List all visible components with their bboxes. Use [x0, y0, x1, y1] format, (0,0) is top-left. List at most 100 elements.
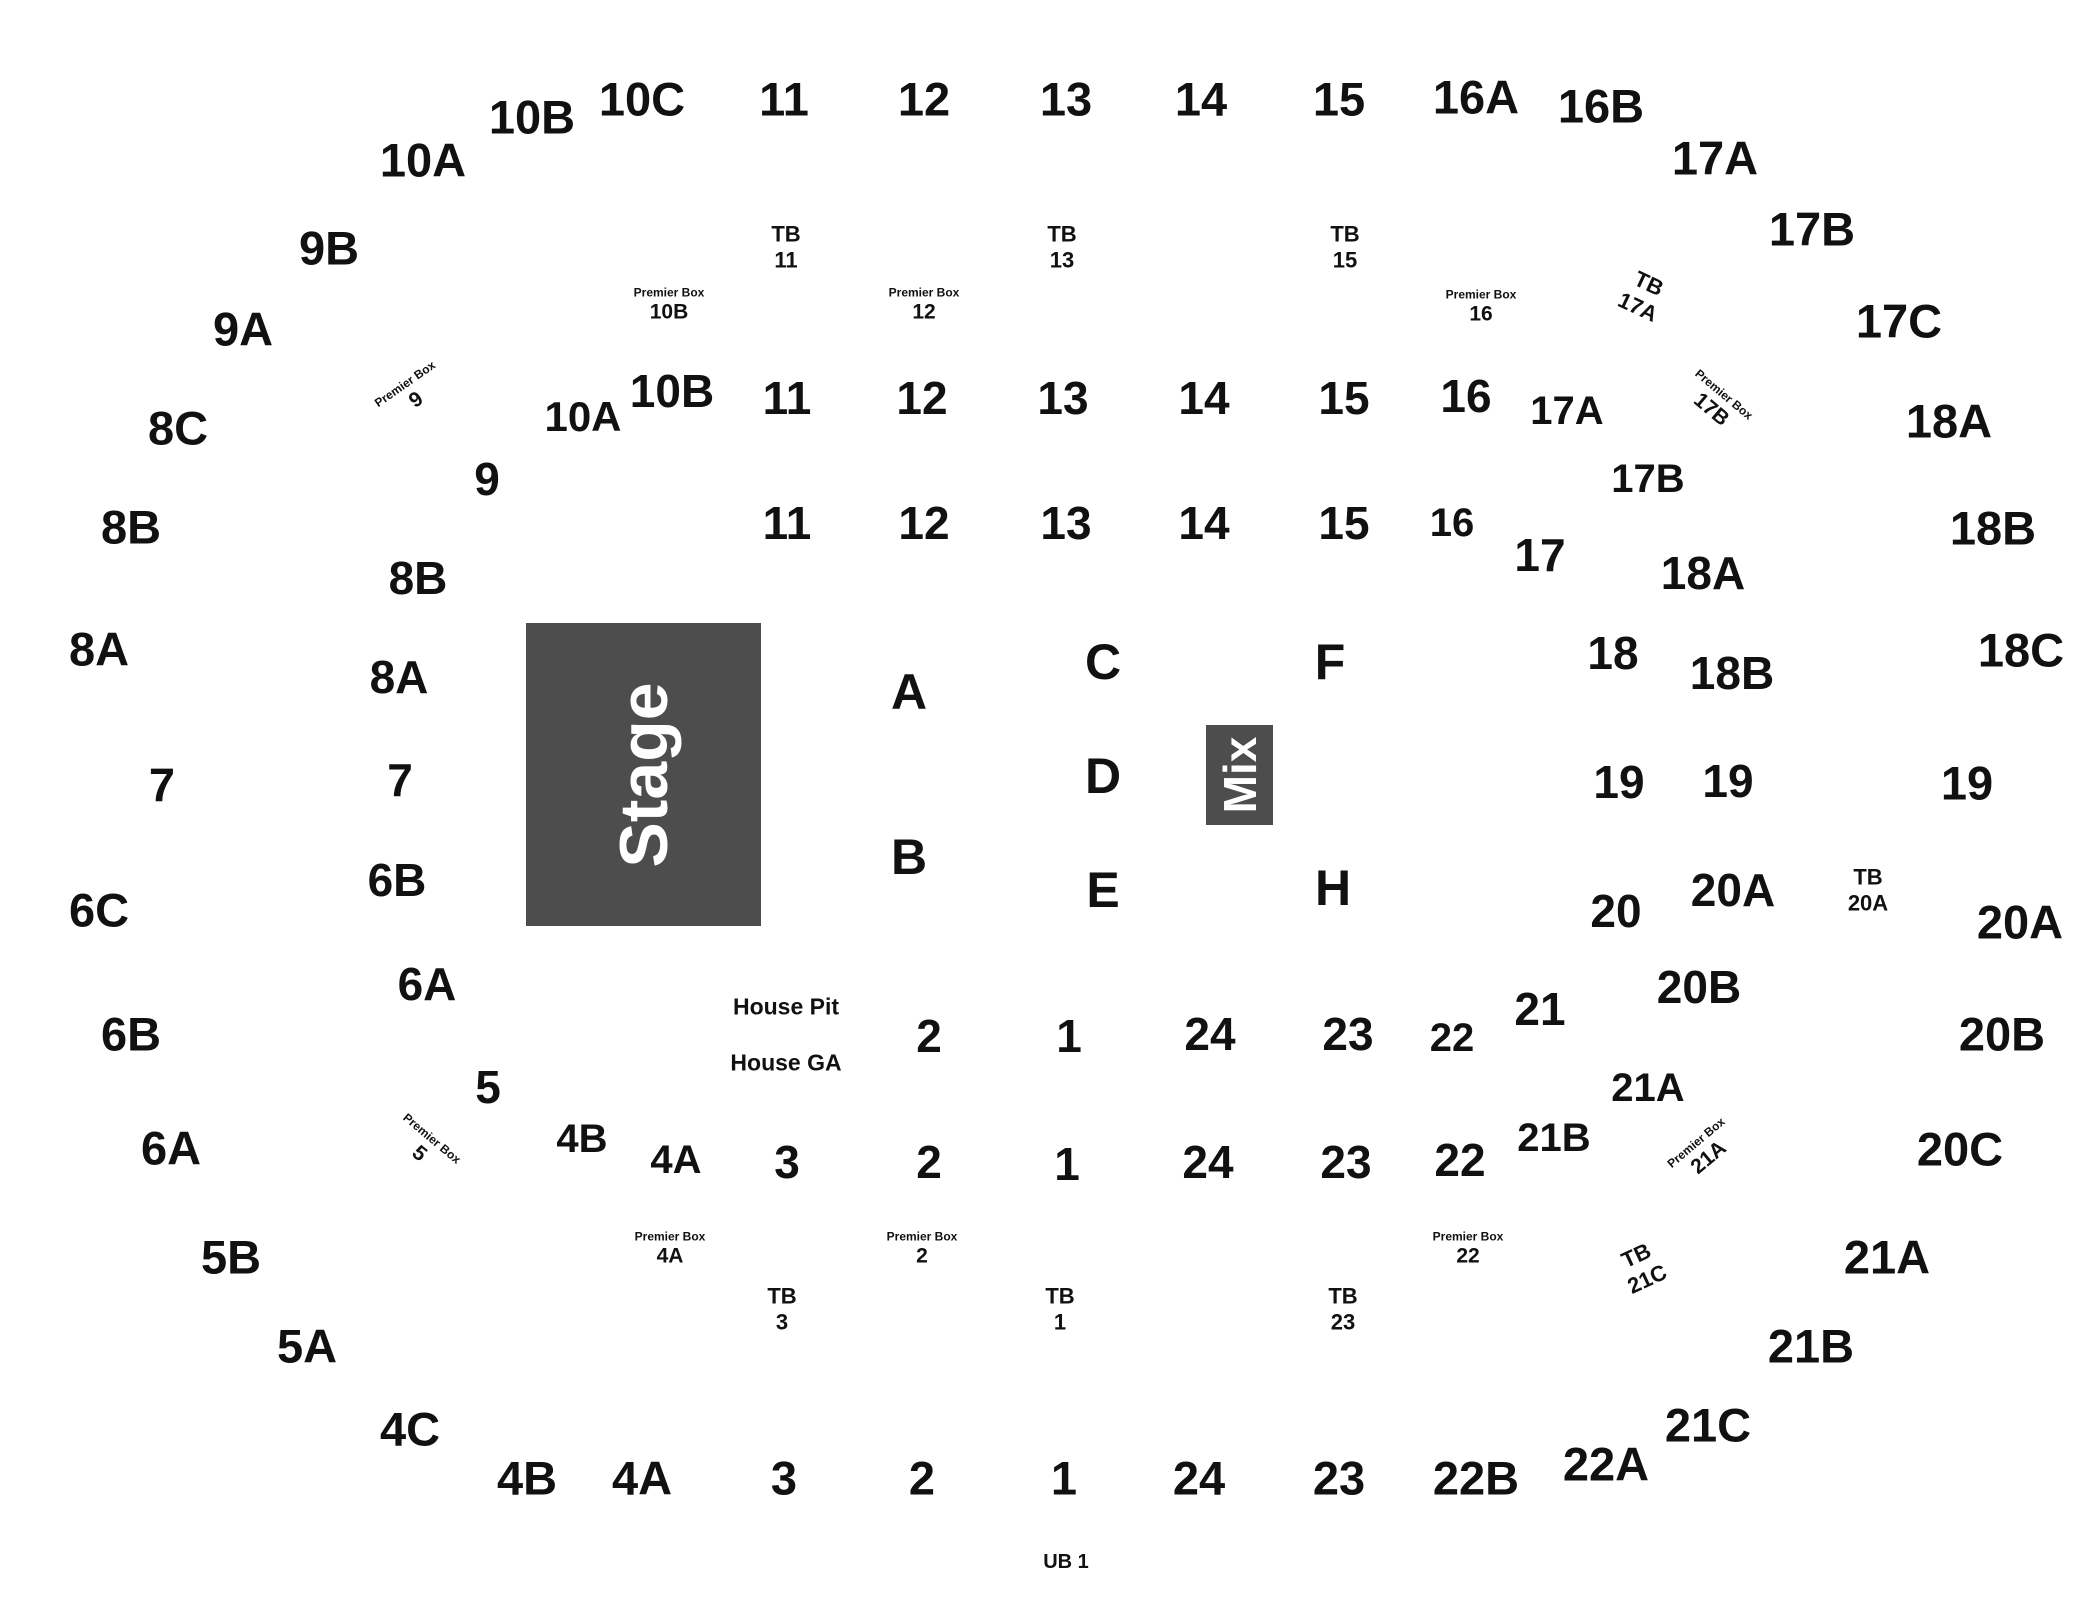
section-upper[interactable]: 8B: [100, 500, 162, 554]
section-lower[interactable]: 22: [1434, 1134, 1486, 1186]
section-upper[interactable]: 18A: [1905, 394, 1993, 448]
section-lower[interactable]: 3: [774, 1136, 800, 1188]
section-inner[interactable]: 15: [1318, 497, 1370, 549]
section-upper[interactable]: 4C: [379, 1402, 441, 1456]
section-lower[interactable]: 6B: [367, 854, 427, 906]
section-upper[interactable]: 9B: [298, 221, 360, 275]
section-upper[interactable]: 18B: [1949, 501, 2037, 555]
section-inner[interactable]: 2: [916, 1010, 942, 1062]
section-upper[interactable]: 1: [1050, 1451, 1078, 1505]
section-upper[interactable]: 8A: [68, 622, 130, 676]
section-upper[interactable]: 18C: [1977, 623, 2065, 677]
section-floor[interactable]: B: [890, 829, 928, 885]
section-lower[interactable]: 12: [896, 372, 948, 424]
section-upper[interactable]: 10B: [488, 90, 576, 144]
section-lower[interactable]: 7: [387, 754, 413, 806]
section-lower[interactable]: 17A: [1530, 389, 1604, 433]
section-upper[interactable]: 15: [1312, 72, 1366, 126]
section-inner[interactable]: 13: [1040, 497, 1092, 549]
section-lower[interactable]: 5: [475, 1061, 501, 1113]
section-inner[interactable]: 11: [762, 497, 812, 549]
section-lower[interactable]: 23: [1320, 1136, 1372, 1188]
section-upper[interactable]: 6B: [100, 1007, 162, 1061]
section-upper[interactable]: 5A: [276, 1319, 338, 1373]
section-floor[interactable]: C: [1084, 634, 1122, 690]
section-floor[interactable]: D: [1084, 748, 1122, 804]
section-lower[interactable]: 14: [1178, 372, 1230, 424]
section-upper[interactable]: 6A: [140, 1121, 202, 1175]
section-inner[interactable]: 14: [1178, 497, 1230, 549]
section-upper[interactable]: 3: [770, 1451, 798, 1505]
section-lower[interactable]: 13: [1037, 372, 1089, 424]
section-inner[interactable]: 19: [1593, 756, 1645, 808]
section-lower[interactable]: 16: [1440, 370, 1492, 422]
section-lower[interactable]: 10A: [544, 393, 622, 440]
section-upper[interactable]: 11: [759, 72, 809, 126]
section-lower[interactable]: 10B: [629, 365, 715, 417]
section-lower[interactable]: 6A: [397, 958, 457, 1010]
section-lower[interactable]: 1: [1054, 1138, 1080, 1190]
section-upper[interactable]: 9A: [212, 302, 274, 356]
section-lower[interactable]: 17B: [1611, 457, 1685, 501]
section-upper[interactable]: 8C: [147, 401, 209, 455]
section-floor[interactable]: F: [1314, 634, 1346, 690]
section-upper[interactable]: 6C: [68, 883, 130, 937]
section-lower[interactable]: 20A: [1690, 864, 1776, 916]
section-lower[interactable]: 2: [916, 1136, 942, 1188]
section-inner[interactable]: 23: [1322, 1008, 1374, 1060]
section-upper[interactable]: 23: [1312, 1451, 1366, 1505]
section-inner[interactable]: 12: [898, 497, 950, 549]
section-lower[interactable]: 21B: [1517, 1116, 1591, 1160]
section-floor[interactable]: E: [1086, 862, 1120, 918]
section-inner[interactable]: 18: [1587, 627, 1639, 679]
section-inner[interactable]: 17: [1514, 529, 1566, 581]
section-lower[interactable]: 18A: [1660, 547, 1746, 599]
section-inner[interactable]: 1: [1056, 1010, 1082, 1062]
section-floor[interactable]: A: [890, 664, 928, 720]
section-upper[interactable]: 10A: [379, 133, 467, 187]
section-lower[interactable]: 21A: [1611, 1066, 1685, 1110]
section-upper[interactable]: 20B: [1958, 1007, 2046, 1061]
section-upper[interactable]: 16A: [1432, 70, 1520, 124]
section-lower[interactable]: 11: [762, 372, 812, 424]
section-inner[interactable]: 21: [1514, 983, 1566, 1035]
section-upper[interactable]: 14: [1174, 72, 1228, 126]
section-lower[interactable]: 19: [1702, 755, 1754, 807]
section-upper[interactable]: 10C: [598, 72, 686, 126]
section-upper[interactable]: 2: [908, 1451, 936, 1505]
section-upper[interactable]: 22A: [1562, 1437, 1650, 1491]
section-lower[interactable]: 18B: [1689, 647, 1775, 699]
section-upper[interactable]: 20C: [1916, 1122, 2004, 1176]
section-upper[interactable]: 24: [1172, 1451, 1226, 1505]
section-inner[interactable]: 16: [1429, 501, 1475, 545]
section-upper[interactable]: 12: [897, 72, 951, 126]
section-upper[interactable]: 21A: [1843, 1230, 1931, 1284]
section-upper[interactable]: 21B: [1767, 1319, 1855, 1373]
section-upper[interactable]: 4B: [496, 1451, 558, 1505]
section-inner[interactable]: 20: [1590, 885, 1642, 937]
section-floor[interactable]: H: [1314, 860, 1352, 916]
section-upper[interactable]: 17A: [1671, 131, 1759, 185]
section-upper[interactable]: 19: [1940, 756, 1994, 810]
section-lower[interactable]: 8B: [388, 552, 448, 604]
section-upper[interactable]: 7: [148, 758, 176, 812]
section-lower[interactable]: 24: [1182, 1136, 1234, 1188]
section-upper[interactable]: 20A: [1976, 895, 2064, 949]
